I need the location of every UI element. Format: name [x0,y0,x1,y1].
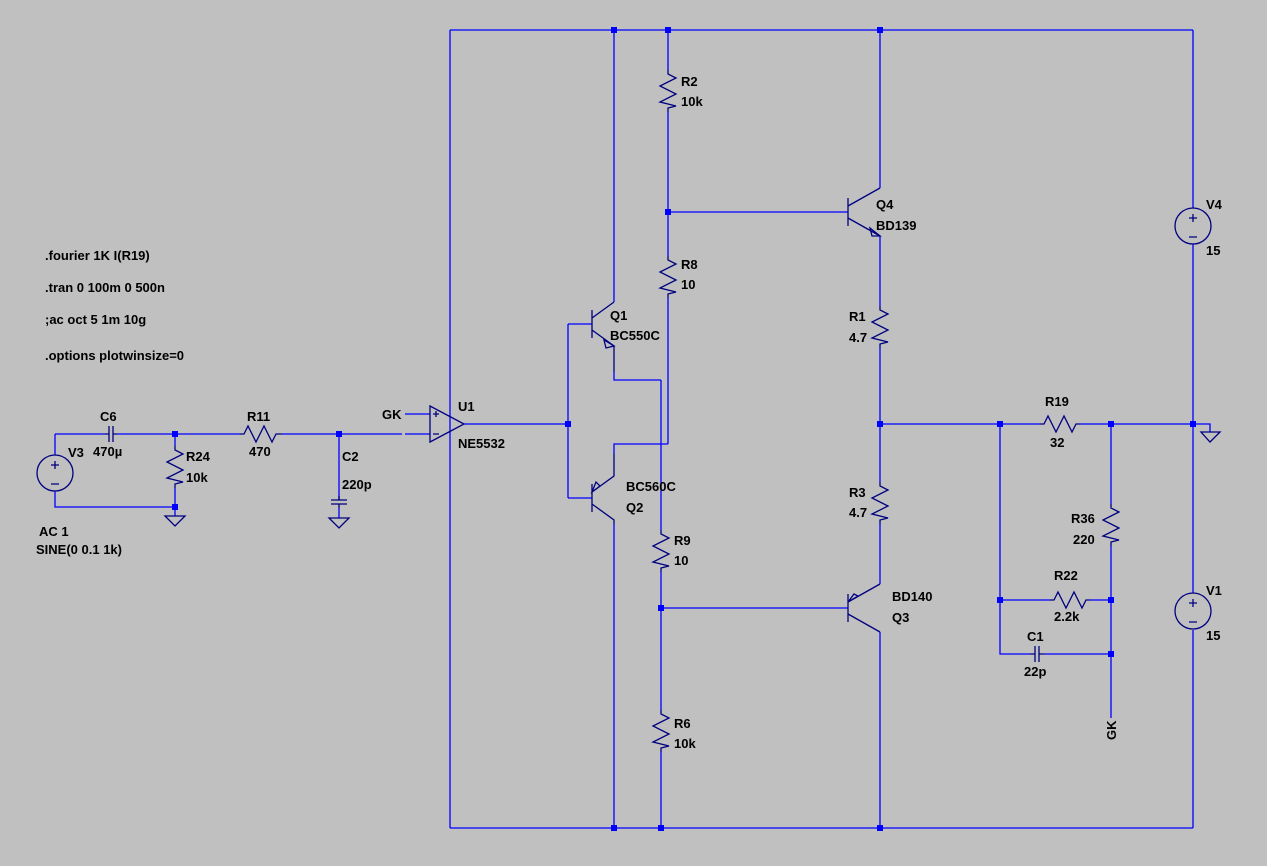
transistor-q2[interactable]: BC560C Q2 [590,454,676,524]
junctions [172,27,1196,831]
resistor-value: 220 [1073,532,1095,547]
net-label-gk-input: GK [382,407,402,422]
resistor-r9[interactable]: R9 10 [651,530,691,572]
opamp-label: U1 [458,399,475,414]
resistor-label: R11 [247,409,270,424]
transistor-label: Q4 [876,197,894,212]
resistor-r1[interactable]: R1 4.7 [849,306,890,348]
resistor-value: 4.7 [849,330,867,345]
transistor-model: BC560C [626,479,676,494]
source-label: V1 [1206,583,1222,598]
capacitor-value: 22p [1024,664,1046,679]
resistor-value: 32 [1050,435,1064,450]
source-ac-value: AC 1 [39,524,69,539]
ground-icon [1199,431,1222,443]
resistor-r11[interactable]: R11 470 [240,409,282,459]
resistor-r36[interactable]: R36 220 [1071,504,1121,547]
resistor-r6[interactable]: R6 10k [651,710,696,752]
resistor-value: 2.2k [1054,609,1080,624]
capacitor-label: C6 [100,409,117,424]
source-value: 15 [1206,243,1220,258]
transistor-label: Q1 [610,308,627,323]
source-label: V4 [1206,197,1223,212]
resistor-label: R36 [1071,511,1095,526]
ground-icon [163,515,187,527]
voltage-source-v4[interactable]: V4 15 [1174,197,1223,258]
transistor-label: Q2 [626,500,643,515]
resistor-r3[interactable]: R3 4.7 [849,482,890,524]
opamp-model: NE5532 [458,436,505,451]
voltage-source-v1[interactable]: V1 15 [1174,583,1222,643]
resistor-label: R6 [674,716,691,731]
transistor-label: Q3 [892,610,909,625]
directive-options: .options plotwinsize=0 [45,348,184,363]
resistor-value: 10k [674,736,696,751]
ground-symbols [163,431,1222,529]
resistor-label: R9 [674,533,691,548]
net-label-gk-feedback: GK [1104,720,1119,740]
resistor-label: R19 [1045,394,1069,409]
transistor-q1[interactable]: Q1 BC550C [591,301,660,372]
transistor-q3[interactable]: BD140 Q3 [847,583,932,633]
capacitor-c6[interactable]: C6 470µ [93,409,122,459]
svg-text:GK: GK [1104,720,1119,740]
resistor-r22[interactable]: R22 2.2k [1050,568,1090,624]
resistor-label: R3 [849,485,866,500]
transistor-model: BD140 [892,589,932,604]
resistor-value: 10k [186,470,208,485]
resistor-label: R2 [681,74,698,89]
directive-fourier: .fourier 1K I(R19) [45,248,150,263]
svg-text:GK: GK [382,407,402,422]
resistor-r24[interactable]: R24 10k [165,446,211,488]
resistor-label: R22 [1054,568,1078,583]
resistor-r8[interactable]: R8 10 [658,256,698,298]
capacitor-c1[interactable]: C1 22p [1024,629,1046,679]
source-label: V3 [68,445,84,460]
transistor-model: BD139 [876,218,916,233]
capacitor-label: C1 [1027,629,1044,644]
ground-icon [327,517,351,529]
resistor-label: R8 [681,257,698,272]
spice-directives: .fourier 1K I(R19) .tran 0 100m 0 500n ;… [45,248,184,363]
capacitor-value: 470µ [93,444,122,459]
transistor-model: BC550C [610,328,660,343]
directive-tran: .tran 0 100m 0 500n [45,280,165,295]
resistor-value: 10 [674,553,688,568]
capacitor-value: 220p [342,477,372,492]
opamp-u1[interactable]: U1 NE5532 [429,399,505,451]
resistor-r19[interactable]: R19 32 [1040,394,1080,450]
resistor-value: 10k [681,94,703,109]
source-sine-value: SINE(0 0.1 1k) [36,542,122,557]
resistor-label: R1 [849,309,866,324]
capacitor-c2[interactable]: C2 220p [331,449,372,508]
resistor-label: R24 [186,449,211,464]
resistor-value: 470 [249,444,271,459]
directive-ac: ;ac oct 5 1m 10g [45,312,146,327]
voltage-source-v3[interactable]: V3 AC 1 SINE(0 0.1 1k) [36,445,122,557]
resistor-r2[interactable]: R2 10k [658,70,703,112]
resistor-value: 4.7 [849,505,867,520]
capacitor-label: C2 [342,449,359,464]
resistor-value: 10 [681,277,695,292]
wires [54,29,1211,829]
transistor-q4[interactable]: Q4 BD139 [847,187,916,237]
source-value: 15 [1206,628,1220,643]
